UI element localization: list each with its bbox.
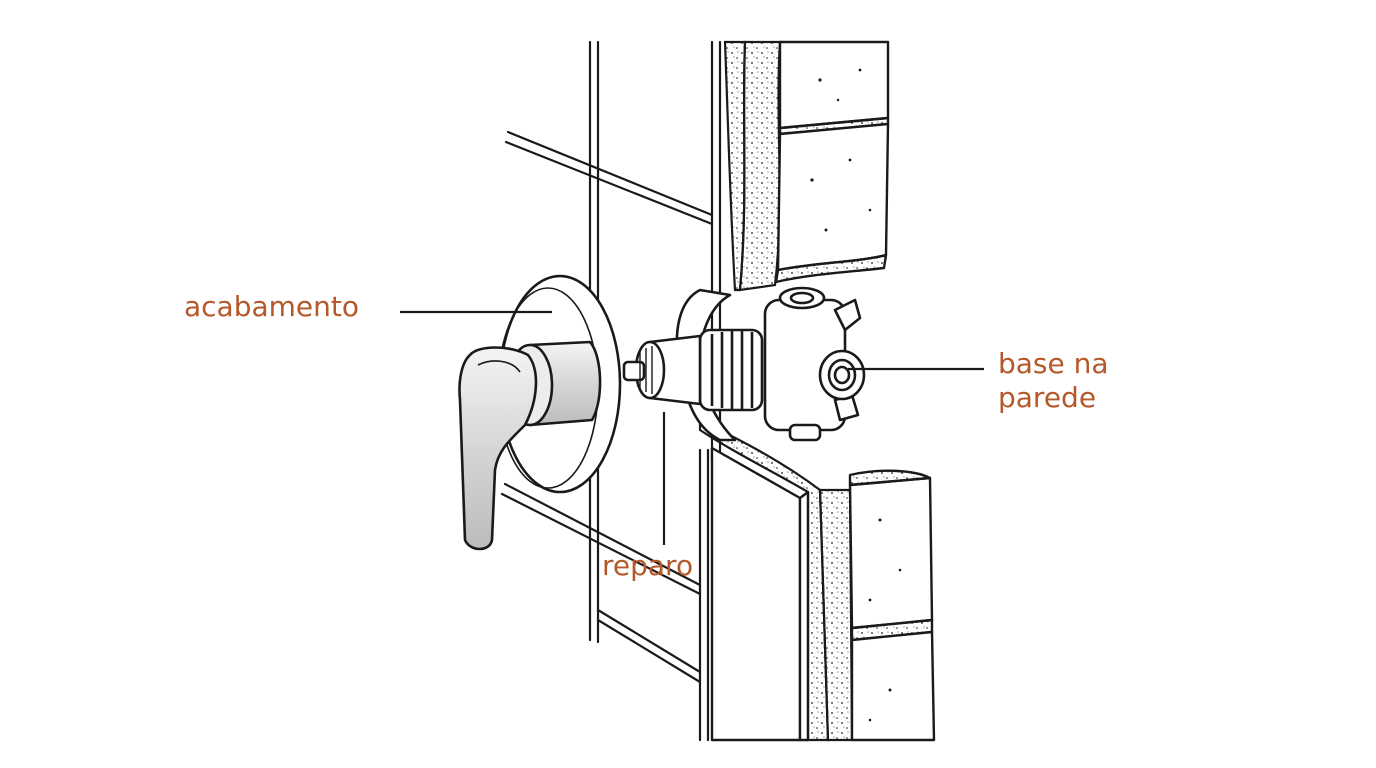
- label-base-line-1: base na: [998, 347, 1109, 380]
- brick-texture: [810, 68, 902, 722]
- lever-handle: [458, 340, 602, 551]
- leader-lines: [400, 310, 984, 545]
- label-base-line-2: parede: [998, 381, 1097, 414]
- label-base-na-parede: base na parede: [998, 347, 1109, 415]
- label-reparo: reparo: [602, 549, 694, 582]
- label-acabamento: acabamento: [184, 290, 359, 323]
- valve-cartridge: [622, 328, 764, 412]
- wall-mortar: [698, 40, 854, 742]
- wall-tiles: [500, 40, 722, 742]
- tile-edge: [710, 446, 810, 742]
- wall-bricks: [774, 40, 936, 742]
